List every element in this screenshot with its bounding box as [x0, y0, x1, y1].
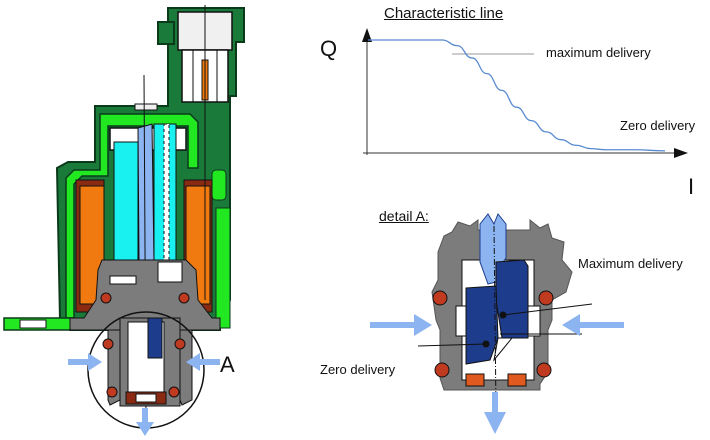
max-delivery-annotation: maximum delivery [546, 45, 651, 60]
y-axis-label: Q [320, 36, 338, 61]
detail-leader-lines [417, 303, 593, 347]
o-rings [100, 292, 190, 398]
x-axis-label: I [688, 174, 695, 199]
chart-title: Characteristic line [384, 5, 504, 22]
detail-seals [432, 290, 554, 387]
detail-zero-delivery-label: Zero delivery [320, 362, 396, 377]
detail-max-delivery-label: Maximum delivery [578, 256, 683, 271]
mounting-flange [3, 317, 75, 331]
characteristic-curve [367, 39, 666, 152]
flow-arrows-detail [370, 314, 624, 434]
x-axis-arrow [674, 148, 688, 158]
flow-arrows-left [68, 353, 220, 436]
y-axis-arrow [362, 28, 372, 42]
detail-title: detail A: [379, 208, 429, 224]
zero-delivery-annotation: Zero delivery [620, 118, 696, 133]
detail-marker-label: A [220, 352, 235, 377]
